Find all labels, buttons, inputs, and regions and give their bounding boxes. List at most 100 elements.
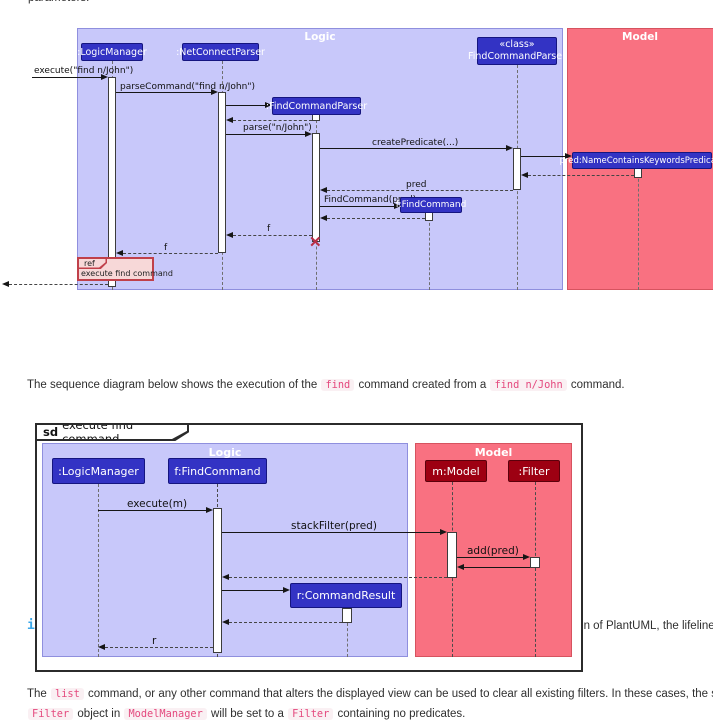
d1-msg-createpredicate-arrowhead	[506, 145, 513, 151]
d1-msg-ffc-return-line	[327, 218, 425, 219]
d2-activation-filter	[530, 557, 540, 568]
d2-sd-frame-title: sd execute find command	[37, 425, 187, 439]
d2-participant-ffindcommand: f:FindCommand	[168, 458, 267, 484]
d1-activation-fcp-main	[312, 133, 320, 242]
d2-participant-mmodel: m:Model	[425, 460, 487, 482]
d2-msg-execute-arrowhead	[206, 507, 213, 513]
d1-msg-ffc-return-arrowhead	[320, 215, 327, 221]
d2-sd-title-text: execute find command	[62, 418, 134, 446]
d2-activation-rcommandresult	[342, 608, 352, 623]
d1-msg-create-pred-line	[521, 156, 565, 157]
d1-msg-createpredicate-line	[320, 148, 506, 149]
d2-msg-r-label: r	[152, 635, 157, 647]
d2-msg-add-arrowhead	[523, 554, 530, 560]
d1-msg-parse-label: parse("n/John")	[243, 123, 312, 133]
d1-msg-pred-create-return-line	[528, 175, 634, 176]
d2-msg-add-return-arrowhead	[457, 564, 464, 570]
d2-msg-create-result-arrowhead	[283, 587, 290, 593]
d2-lifeline-filter	[535, 482, 536, 657]
d1-msg-final-return-arrowhead	[2, 281, 9, 287]
d2-msg-execute-label: execute(m)	[127, 498, 188, 510]
d2-model-region-label: Model	[474, 446, 513, 459]
d1-msg-create-fcp-line	[226, 105, 265, 106]
d1-destroy-x-icon: ✕	[309, 234, 322, 251]
d2-msg-execute-line	[98, 510, 206, 511]
d1-msg-create-fcp-arrowhead	[265, 102, 272, 108]
d1-participant-pred: pred:NameContainsKeywordsPredicate	[560, 152, 713, 169]
d2-msg-result-return-arrowhead	[222, 619, 229, 625]
d1-msg-fcp-create-return-arrowhead	[226, 117, 233, 123]
d1-logic-region	[77, 28, 563, 290]
d2-participant-filter: :Filter	[508, 460, 560, 482]
d2-logic-region-label: Logic	[208, 446, 242, 459]
paragraph-list-clears-filters-line2: Filter object in ModelManager will be se…	[27, 704, 465, 724]
d2-lifeline-rcommandresult	[347, 623, 348, 657]
d1-msg-execute-label: execute("find n/John")	[34, 66, 134, 76]
d1-participant-findcommandparser-class: «class» FindCommandParser	[468, 37, 566, 65]
d2-msg-create-result-line	[222, 590, 283, 591]
d2-activation-mmodel	[447, 532, 457, 578]
d2-msg-stackfilter-return-arrowhead	[222, 574, 229, 580]
d2-msg-stackfilter-label: stackFilter(pred)	[291, 520, 377, 532]
d2-msg-r-arrowhead	[98, 644, 105, 650]
d2-lifeline-logicmanager	[98, 484, 99, 657]
d1-activation-fcp-class	[513, 148, 521, 190]
d1-lifeline-pred	[638, 169, 639, 290]
d1-activation-pred	[634, 168, 642, 178]
d1-msg-f-inner-arrowhead	[226, 232, 233, 238]
d1-msg-parsecommand-line	[116, 92, 211, 93]
info-icon: i	[27, 618, 35, 633]
paragraph-sequence-intro: The sequence diagram below shows the exe…	[27, 379, 625, 391]
d1-msg-f-inner-label: f	[267, 224, 271, 234]
d1-msg-parsecommand-label: parseCommand("find n/John")	[120, 82, 255, 92]
d2-sd-frame-tab: sd execute find command	[37, 425, 189, 441]
d2-msg-stackfilter-line	[222, 532, 440, 533]
d1-msg-pred-return-line	[327, 190, 513, 191]
d1-activation-netconnectparser	[218, 92, 226, 253]
d2-msg-stackfilter-arrowhead	[440, 529, 447, 535]
clipped-paragraph: parameters.	[28, 0, 89, 8]
d1-activation-logicmanager	[108, 77, 116, 287]
d1-msg-create-pred-arrowhead	[565, 153, 572, 159]
d1-msg-f-inner-line	[233, 235, 312, 236]
d1-msg-findcommand-label: FindCommand(pred)	[324, 195, 417, 205]
d1-logic-region-label: Logic	[304, 31, 336, 43]
d1-msg-final-return-line	[9, 284, 108, 285]
d1-msg-execute-arrowhead	[101, 74, 108, 80]
d1-ref-tab: ref	[79, 259, 107, 269]
d1-lifeline-ffindcommand	[429, 213, 430, 290]
d1-participant-netconnectparser: :NetConnectParser	[176, 43, 265, 61]
d2-msg-stackfilter-return-line	[229, 577, 447, 578]
d1-msg-execute-line	[32, 77, 102, 78]
d2-activation-ffindcommand	[213, 508, 222, 653]
sequence-diagram-execute-find: sd execute find command Logic Model exec…	[0, 415, 713, 677]
paragraph-list-clears-filters-line1: The list command, or any other command t…	[27, 688, 713, 700]
d1-msg-pred-return-arrowhead	[320, 187, 327, 193]
d1-class-name: FindCommandParser	[467, 51, 567, 62]
d1-msg-f-outer-line	[123, 253, 218, 254]
d1-msg-f-outer-arrowhead	[116, 250, 123, 256]
sequence-diagram-parse-find: Logic Model execute("find n/John") parse…	[0, 0, 713, 300]
d1-msg-parse-arrowhead	[305, 131, 312, 137]
d1-activation-ffindcommand	[425, 212, 433, 221]
d1-msg-fcp-create-return-line	[233, 120, 312, 121]
d2-msg-add-return-line	[464, 567, 530, 568]
d1-ref-label: execute find command	[81, 269, 173, 278]
d1-msg-parsecommand-arrowhead	[211, 89, 218, 95]
d1-participant-logicmanager: :LogicManager	[77, 43, 147, 61]
d2-participant-rcommandresult: r:CommandResult	[290, 583, 402, 608]
d1-msg-f-outer-label: f	[164, 243, 168, 253]
note-callout: i Note: The lifeline for DeleteCommandPa…	[0, 305, 713, 655]
d1-msg-parse-line	[226, 134, 305, 135]
d2-msg-add-line	[457, 557, 523, 558]
d1-participant-findcommandparser-instance: :FindCommandParser	[266, 97, 367, 115]
d1-msg-createpredicate-label: createPredicate(...)	[372, 138, 459, 148]
d1-msg-findcommand-arrowhead	[394, 203, 401, 209]
d2-sd-keyword: sd	[43, 425, 59, 439]
d2-msg-r-line	[105, 647, 213, 648]
d2-participant-logicmanager: :LogicManager	[52, 458, 145, 484]
d1-model-region-label: Model	[622, 31, 658, 43]
d2-msg-add-label: add(pred)	[467, 545, 519, 557]
d1-class-stereotype: «class»	[499, 39, 535, 50]
